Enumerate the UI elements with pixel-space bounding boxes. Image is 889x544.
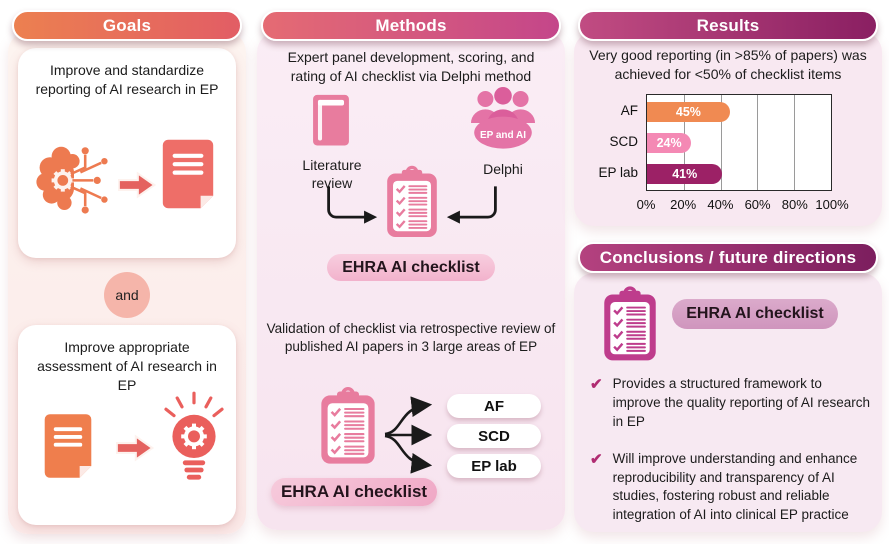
lightbulb-gear-icon [158, 391, 230, 490]
gridline-40 [720, 95, 722, 190]
results-bar-chart: 45% 24% 41% AF SCD [598, 94, 849, 212]
ytick-scd: SCD [609, 134, 638, 149]
conclusion-bullet-2-text: Will improve understanding and enhance r… [612, 450, 858, 523]
methods-header-label: Methods [375, 15, 447, 35]
bar-row-scd: 24% [647, 133, 831, 153]
results-column: Results Very good reporting (in >85% of … [574, 0, 882, 544]
chart-plot-area: 45% 24% 41% [646, 94, 832, 191]
clipboard-checklist-icon [602, 283, 658, 370]
conclusions-header: Conclusions / future directions [578, 242, 878, 273]
gridline-60 [757, 95, 759, 190]
ep-and-ai-badge: EP and AI [479, 130, 527, 141]
ai-brain-icon [34, 140, 114, 221]
bar-eplab: 41% [647, 164, 723, 184]
bar-eplab-value: 41% [672, 167, 698, 181]
arrow-right-icon [117, 170, 157, 205]
results-summary-text: Very good reporting (in >85% of papers) … [589, 47, 867, 82]
goal-card-1: Improve and standardize reporting of AI … [18, 48, 236, 258]
clipboard-checklist-icon [319, 384, 377, 473]
goal-card-1-text: Improve and standardize reporting of AI … [35, 62, 219, 97]
document-icon [42, 413, 94, 484]
check-bullet-icon: ✔ [590, 376, 603, 393]
area-pill-eplab: EP lab [447, 454, 541, 478]
conclusions-panel: EHRA AI checklist ✔ Provides a structure… [574, 273, 882, 532]
xtick-20: 20% [670, 197, 697, 212]
results-panel: Very good reporting (in >85% of papers) … [574, 32, 882, 226]
area-pill-scd: SCD [447, 424, 541, 448]
conclusion-bullet-1-text: Provides a structured framework to impro… [612, 376, 870, 429]
goal-card-2: Improve appropriate assessment of AI res… [18, 325, 236, 525]
bar-scd: 24% [647, 133, 692, 153]
goals-column: Goals Improve and standardize reporting … [8, 0, 246, 544]
ytick-eplab: EP lab [598, 165, 638, 180]
methods-top-text: Expert panel development, scoring, and r… [287, 49, 535, 84]
ytick-af: AF [620, 103, 638, 118]
bar-af: 45% [647, 102, 730, 122]
bar-scd-value: 24% [656, 136, 682, 150]
conclusion-bullet-2: ✔ Will improve understanding and enhance… [590, 450, 870, 526]
check-bullet-icon: ✔ [590, 450, 603, 468]
conclusions-header-label: Conclusions / future directions [599, 247, 857, 267]
and-connector: and [104, 272, 150, 318]
clipboard-checklist-icon [385, 164, 439, 245]
people-group-icon [463, 86, 543, 157]
results-header: Results [578, 10, 878, 41]
goal-card-2-text: Improve appropriate assessment of AI res… [37, 339, 217, 393]
conclusion-bullet-1: ✔ Provides a structured framework to imp… [590, 375, 870, 432]
conclusions-bullets: ✔ Provides a structured framework to imp… [590, 375, 870, 525]
bar-af-value: 45% [675, 105, 701, 119]
delphi-label: Delphi [483, 161, 523, 177]
area-pill-scd-label: SCD [478, 427, 510, 445]
xtick-100: 100% [815, 197, 849, 212]
ehra-checklist-pill-bottom: EHRA AI checklist [271, 478, 437, 506]
ehra-checklist-pill-conclusions-label: EHRA AI checklist [686, 305, 824, 322]
xtick-80: 80% [781, 197, 808, 212]
methods-header: Methods [261, 10, 561, 41]
goals-header: Goals [12, 10, 242, 41]
area-pill-af-label: AF [484, 397, 504, 415]
arrow-right-icon [115, 433, 155, 468]
goals-panel: Improve and standardize reporting of AI … [8, 32, 246, 534]
methods-column: Methods Expert panel development, scorin… [257, 0, 565, 544]
area-pill-eplab-label: EP lab [471, 457, 517, 475]
methods-bottom-text: Validation of checklist via retrospectiv… [266, 321, 556, 355]
book-icon [309, 92, 353, 155]
bar-row-eplab: 41% [647, 164, 831, 184]
xtick-60: 60% [744, 197, 771, 212]
ehra-checklist-pill-top-label: EHRA AI checklist [342, 258, 480, 276]
area-pill-af: AF [447, 394, 541, 418]
goals-header-label: Goals [102, 15, 152, 35]
ehra-checklist-pill-conclusions: EHRA AI checklist [672, 299, 838, 329]
literature-review-label: Literature review [302, 157, 362, 192]
bent-arrow-left-icon [323, 184, 379, 231]
ehra-checklist-pill-bottom-label: EHRA AI checklist [280, 482, 428, 501]
bar-row-af: 45% [647, 102, 831, 122]
bent-arrow-right-icon [445, 184, 501, 231]
methods-panel: Expert panel development, scoring, and r… [257, 32, 565, 530]
xtick-0: 0% [636, 197, 656, 212]
ehra-checklist-pill-top: EHRA AI checklist [327, 254, 495, 281]
gridline-80 [794, 95, 796, 190]
xtick-40: 40% [707, 197, 734, 212]
document-icon [160, 138, 216, 215]
curved-arrows-icon [381, 396, 447, 479]
results-header-label: Results [696, 15, 760, 35]
